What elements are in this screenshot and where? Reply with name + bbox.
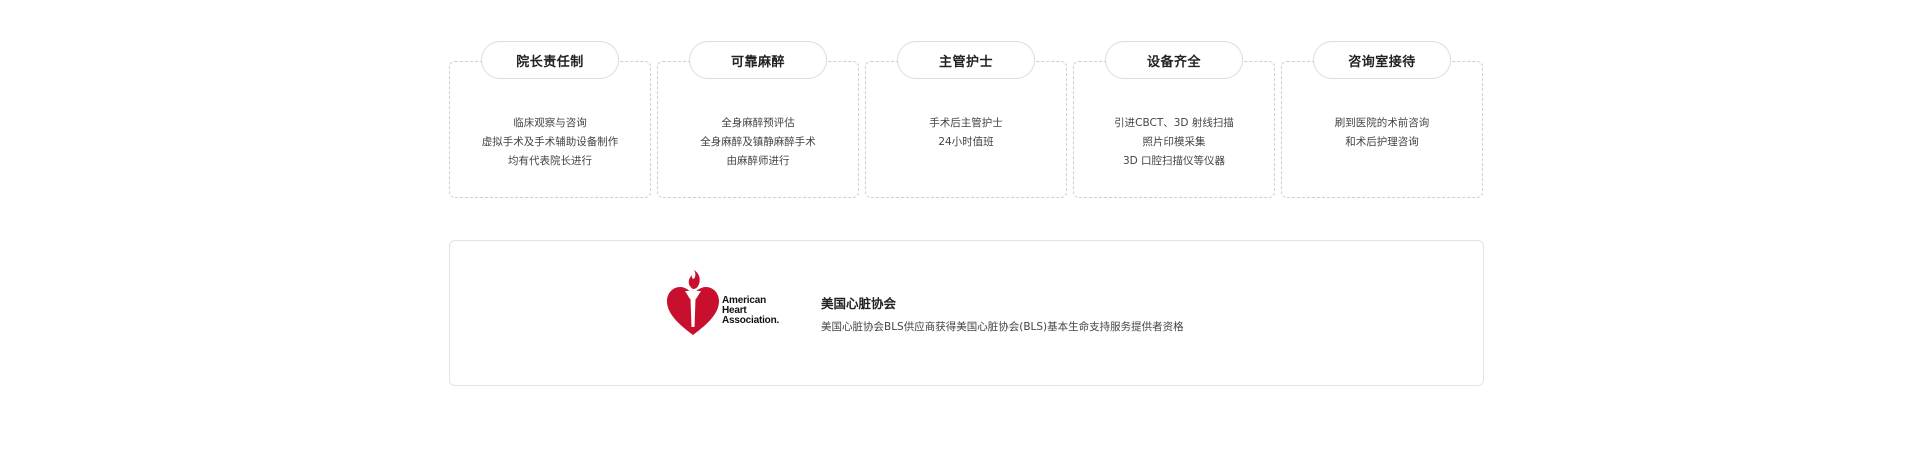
feature-card-description: 刷到医院的术前咨询 和术后护理咨询 [1282, 114, 1482, 152]
association-description: 美国心脏协会BLS供应商获得美国心脏协会(BLS)基本生命支持服务提供者资格 [821, 321, 1184, 333]
logo-wordmark-line: Heart [722, 305, 747, 316]
feature-card-equipment: 设备齐全 引进CBCT、3D 射线扫描 照片印模采集 3D 口腔扫描仪等仪器 [1073, 41, 1275, 198]
feature-card-title: 院长责任制 [481, 41, 619, 79]
feature-card-title: 主管护士 [897, 41, 1035, 79]
feature-card-line: 全身麻醉及镇静麻醉手术 [700, 136, 816, 148]
heart-torch-icon [667, 270, 719, 335]
feature-card-line: 由麻醉师进行 [726, 155, 790, 167]
logo-wordmark-line: Association. [722, 315, 780, 326]
feature-card-line: 虚拟手术及手术辅助设备制作 [481, 136, 619, 148]
feature-card-description: 引进CBCT、3D 射线扫描 照片印模采集 3D 口腔扫描仪等仪器 [1074, 114, 1274, 171]
feature-card-description: 全身麻醉预评估 全身麻醉及镇静麻醉手术 由麻醉师进行 [658, 114, 858, 171]
association-panel: American Heart Association. 美国心脏协会 美国心脏协… [449, 240, 1484, 386]
feature-card-title: 可靠麻醉 [689, 41, 827, 79]
feature-card-description: 临床观察与咨询 虚拟手术及手术辅助设备制作 均有代表院长进行 [450, 114, 650, 171]
feature-card-line: 引进CBCT、3D 射线扫描 [1114, 117, 1234, 129]
feature-card-line: 刷到医院的术前咨询 [1334, 117, 1430, 129]
feature-card-consultation: 咨询室接待 刷到医院的术前咨询 和术后护理咨询 [1281, 41, 1483, 198]
feature-card-line: 均有代表院长进行 [508, 155, 592, 167]
feature-card-line: 手术后主管护士 [929, 117, 1003, 129]
feature-card-line: 3D 口腔扫描仪等仪器 [1122, 155, 1226, 167]
feature-card-line: 和术后护理咨询 [1345, 136, 1419, 148]
feature-card-line: 照片印模采集 [1142, 136, 1206, 148]
feature-card-line: 24小时值班 [938, 136, 994, 148]
feature-card-line: 临床观察与咨询 [513, 117, 587, 129]
feature-cards: 院长责任制 临床观察与咨询 虚拟手术及手术辅助设备制作 均有代表院长进行 可靠麻… [449, 41, 1484, 200]
feature-card-director: 院长责任制 临床观察与咨询 虚拟手术及手术辅助设备制作 均有代表院长进行 [449, 41, 651, 198]
feature-card-line: 全身麻醉预评估 [721, 117, 795, 129]
feature-card-nurse: 主管护士 手术后主管护士 24小时值班 [865, 41, 1067, 198]
feature-card-anesthesia: 可靠麻醉 全身麻醉预评估 全身麻醉及镇静麻醉手术 由麻醉师进行 [657, 41, 859, 198]
american-heart-association-logo: American Heart Association. [665, 269, 805, 337]
association-title: 美国心脏协会 [821, 296, 897, 311]
feature-card-title: 设备齐全 [1105, 41, 1243, 79]
feature-card-description: 手术后主管护士 24小时值班 [866, 114, 1066, 152]
feature-card-title: 咨询室接待 [1313, 41, 1451, 79]
logo-wordmark-line: American [722, 295, 766, 306]
logo-wordmark: American Heart Association. [722, 296, 779, 326]
